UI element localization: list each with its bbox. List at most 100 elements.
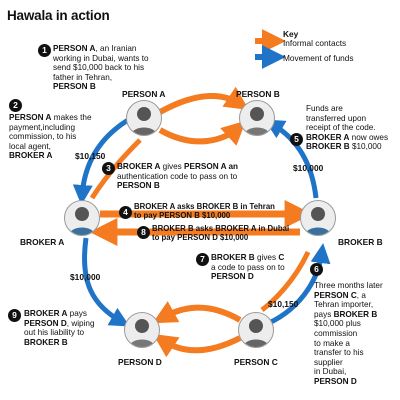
step-9-line-2-bold: PERSON D (24, 318, 67, 328)
step-6-line-8: transfer to his (314, 348, 364, 358)
step-1-line-1-bold: PERSON A (53, 44, 96, 53)
step-6-line-11-bold: PERSON D (314, 376, 357, 386)
step-9-line-3: out his liability to (24, 328, 85, 338)
broker-b-portrait (300, 200, 336, 236)
broker-b-icon (305, 207, 331, 235)
step-3-text: BROKER A gives PERSON A an authenticatio… (117, 162, 238, 191)
step-9-line-2: , wiping (66, 318, 95, 328)
step-9-line-4-bold: BROKER B (24, 337, 68, 347)
step-5-line-1: Funds are (306, 104, 343, 113)
step-6-line-7: to make a (314, 338, 350, 348)
key-swatches (255, 29, 286, 69)
person-a-portrait (126, 100, 162, 136)
step-1-badge: 1 (38, 44, 51, 57)
step-6-line-2: , a (356, 290, 366, 300)
amount-a-to-broker-a: $10,150 (75, 151, 106, 161)
step-5-line-5: $10,000 (349, 142, 382, 152)
informal-arrow-c-to-d-mid (152, 301, 242, 324)
step-6-line-5: $10,000 plus (314, 319, 361, 329)
step-7-line-1-tail: C (278, 253, 285, 262)
step-6-line-6: commission (314, 328, 358, 338)
step-7-line-3-bold: PERSON D (211, 272, 254, 282)
informal-arrow-a-to-b-mid (158, 120, 246, 146)
person-c-icon (243, 319, 269, 347)
amount-c-to-broker-b: $10,150 (268, 299, 299, 309)
step-7-line-1: gives (254, 253, 279, 262)
step-9-badge: 9 (8, 309, 21, 322)
step-5-line-3: receipt of the code. (306, 123, 376, 133)
broker-a-icon (69, 207, 95, 235)
person-a-icon (131, 107, 157, 135)
step-8-badge: 8 (137, 226, 150, 239)
step-9-line-1-bold: BROKER A (24, 309, 68, 318)
step-1-line-4: father in Tehran, (53, 72, 113, 82)
person-b-portrait (239, 100, 275, 136)
step-4-badge: 4 (119, 206, 132, 219)
person-c-label: PERSON C (234, 357, 278, 367)
step-9-text: BROKER A pays PERSON D, wiping out his l… (24, 309, 95, 347)
person-b-label: PERSON B (236, 89, 280, 99)
step-3-line-1: gives (160, 162, 185, 171)
step-5-line-4: now owes (349, 132, 389, 142)
step-3-line-1-tail: PERSON A an (184, 162, 239, 171)
informal-arrow-c-to-d-bottom (153, 334, 242, 358)
person-d-portrait (124, 312, 160, 348)
person-c-portrait (238, 312, 274, 348)
key-funds-label: Movement of funds (283, 53, 354, 63)
step-7-badge: 7 (196, 253, 209, 266)
step-6-line-4-bold: BROKER B (333, 309, 378, 319)
amount-broker-b-to-b: $10,000 (293, 163, 324, 173)
step-2-badge: 2 (9, 99, 22, 112)
step-2-line-2: payment,including (9, 122, 75, 132)
step-7-line-1-bold: BROKER B (211, 253, 255, 262)
step-8-line-2: to pay PERSON D $10,000 (152, 233, 249, 242)
step-6-line-3: Tehran importer, (314, 300, 374, 310)
informal-arrow-broker-b-down (260, 250, 311, 312)
step-3-line-2: authentication code to pass on to (117, 171, 238, 181)
step-5-line-5-bold: BROKER B (306, 142, 350, 152)
person-b-icon (244, 107, 270, 135)
step-9-line-1: pays (67, 309, 87, 318)
infographic-title: Hawala in action (7, 8, 110, 23)
step-2-line-1: makes the (51, 113, 92, 122)
step-4-line-2: to pay PERSON B $10,000 (134, 211, 231, 220)
step-3-badge: 3 (102, 162, 115, 175)
person-d-icon (129, 319, 155, 347)
step-5-line-2: transferred upon (306, 113, 367, 123)
broker-b-label: BROKER B (338, 237, 383, 247)
step-8-line-1: BROKER B asks BROKER A in Dubai (152, 224, 290, 233)
step-4-line-1: BROKER A asks BROKER B in Tehran (134, 202, 275, 211)
step-2-line-3: commission, to his (9, 132, 77, 142)
step-5-line-4-bold: BROKER A (306, 132, 350, 142)
step-1-line-1: , an Iranian (95, 44, 137, 53)
amount-broker-a-to-d: $10,000 (70, 272, 101, 282)
funds-ring (72, 117, 331, 329)
step-2-text: PERSON A makes the payment,including com… (9, 113, 92, 161)
step-6-line-4: pays (314, 309, 334, 319)
key-heading: Key (283, 29, 299, 39)
step-6-line-9: supplier (314, 357, 343, 367)
step-6-line-1: Three months later (314, 281, 383, 290)
step-1-line-2: working in Dubai, wants to (53, 53, 149, 63)
step-6-line-2-bold: PERSON C (314, 290, 357, 300)
funds-arrow-c-to-broker-b (261, 243, 331, 329)
step-2-line-1-bold: PERSON A (9, 113, 52, 122)
step-1-line-3: send $10,000 back to his (53, 63, 145, 73)
step-1-line-5-bold: PERSON B (53, 82, 96, 92)
person-d-label: PERSON D (118, 357, 162, 367)
step-3-line-3-bold: PERSON B (117, 181, 160, 191)
step-7-line-2: a code to pass on to (211, 262, 285, 272)
funds-arrow-broker-b-to-b (264, 119, 319, 199)
step-1-text: PERSON A, an Iranian working in Dubai, w… (53, 44, 149, 92)
step-2-line-5-bold: BROKER A (9, 151, 53, 161)
funds-arrow-a-to-broker-a (72, 117, 130, 205)
step-6-text: Three months later PERSON C, a Tehran im… (314, 281, 383, 387)
step-6-line-10: in Dubai, (314, 367, 347, 377)
person-a-label: PERSON A (122, 89, 166, 99)
step-5-text: Funds are transferred upon receipt of th… (306, 104, 388, 152)
broker-a-label: BROKER A (20, 237, 65, 247)
step-7-text: BROKER B gives C a code to pass on to PE… (211, 253, 285, 282)
step-5-badge: 5 (290, 133, 303, 146)
